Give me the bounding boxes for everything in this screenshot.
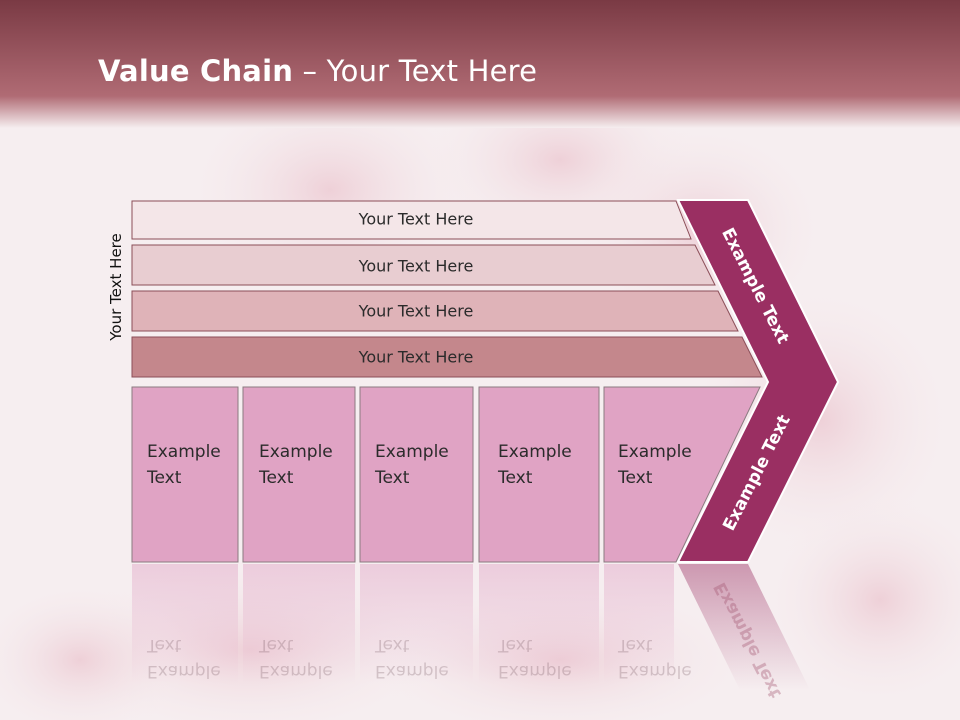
primary-column-4-label: Example Text [498,439,572,491]
column-5-line-2: Text [618,468,653,488]
support-row-1-label: Your Text Here [358,209,474,229]
support-row-3-label: Your Text Here [358,301,474,321]
column-3-reflection: Example Text [375,632,449,684]
primary-column-4[interactable] [478,386,600,563]
column-3-line-2: Text [375,468,410,488]
primary-column-1-label: Example Text [147,439,221,491]
primary-column-1[interactable] [131,386,239,563]
column-4-line-2: Text [498,468,533,488]
support-row-4-label: Your Text Here [358,347,474,367]
columns-reflection [132,564,810,690]
column-3-reflection-line-2: Text [375,635,410,655]
side-label: Your Text Here [107,233,125,341]
column-2-line-2: Text [259,468,294,488]
column-2-reflection-line-1: Example [259,661,333,681]
page-title: Value Chain – Your Text Here [98,54,537,88]
column-3-reflection-line-1: Example [375,661,449,681]
support-row-2-label: Your Text Here [358,256,474,276]
support-row-1[interactable] [131,200,692,240]
column-2-reflection-line-2: Text [259,635,294,655]
column-3-line-1: Example [375,442,449,462]
column-4-reflection: Example Text [498,632,572,684]
primary-column-2[interactable] [242,386,356,563]
column-1-reflection-line-2: Text [147,635,182,655]
column-1-reflection-line-1: Example [147,661,221,681]
primary-column-2-label: Example Text [259,439,333,491]
column-5-reflection: Example Text [618,632,692,684]
title-bold: Value Chain [98,54,294,88]
support-row-2[interactable] [131,244,716,286]
primary-column-5-label: Example Text [618,439,692,491]
support-row-3[interactable] [131,290,739,332]
primary-column-5[interactable] [603,386,761,563]
column-4-line-1: Example [498,442,572,462]
primary-column-3[interactable] [359,386,474,563]
column-5-reflection-line-2: Text [618,635,653,655]
column-4-reflection-line-1: Example [498,661,572,681]
column-2-reflection: Example Text [259,632,333,684]
column-2-line-1: Example [259,442,333,462]
column-1-line-1: Example [147,442,221,462]
column-1-line-2: Text [147,468,182,488]
column-5-reflection-line-1: Example [618,661,692,681]
primary-column-3-label: Example Text [375,439,449,491]
column-4-reflection-line-2: Text [498,635,533,655]
support-row-4[interactable] [131,336,763,378]
column-1-reflection: Example Text [147,632,221,684]
title-rest: – Your Text Here [293,54,538,88]
column-5-line-1: Example [618,442,692,462]
margin-chevron[interactable] [676,199,840,563]
